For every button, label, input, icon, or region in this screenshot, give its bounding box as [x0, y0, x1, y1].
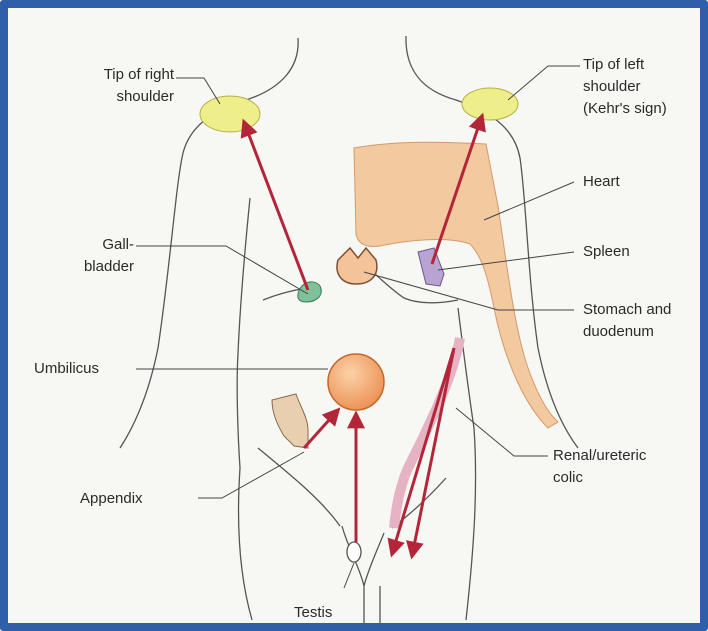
stomach-organ: [337, 248, 377, 284]
leader-appendix: [198, 452, 304, 498]
label-umbilicus: Umbilicus: [34, 358, 99, 380]
umbilicus-pain-area: [328, 354, 384, 410]
left-shoulder-pain-area: [462, 88, 518, 120]
right-torso-side: [239, 468, 253, 620]
leader-renal: [456, 408, 548, 456]
label-renal-ureteric-colic: Renal/ureteric colic: [553, 445, 646, 489]
inguinal-right: [258, 448, 340, 526]
label-heart: Heart: [583, 171, 620, 193]
label-stomach-duodenum: Stomach and duodenum: [583, 299, 671, 343]
arrow-gallbladder-to-right-shoulder: [244, 122, 308, 290]
gallbladder-organ: [298, 282, 321, 302]
label-appendix: Appendix: [80, 488, 143, 510]
genital-outline: [342, 526, 384, 623]
label-spleen: Spleen: [583, 241, 630, 263]
spleen-organ: [418, 248, 444, 286]
label-testis: Testis: [294, 602, 332, 624]
right-shoulder-pain-area: [200, 96, 260, 132]
appendix-organ: [272, 394, 308, 448]
testis-organ: [347, 542, 361, 562]
right-arm-inner: [237, 198, 250, 468]
heart-organ: [354, 142, 558, 428]
label-gallbladder: Gall- bladder: [48, 234, 134, 278]
arrow-renal-to-testis: [392, 348, 454, 554]
label-tip-left-shoulder: Tip of left shoulder (Kehr's sign): [583, 54, 667, 120]
label-tip-right-shoulder: Tip of right shoulder: [52, 64, 174, 108]
left-arm-inner: [458, 308, 474, 428]
arrow-appendix-to-umbilicus: [304, 410, 338, 448]
leader-left-shoulder: [508, 66, 580, 100]
leader-gallbladder: [136, 246, 308, 294]
left-torso-side: [466, 428, 476, 620]
leader-testis: [344, 563, 354, 588]
